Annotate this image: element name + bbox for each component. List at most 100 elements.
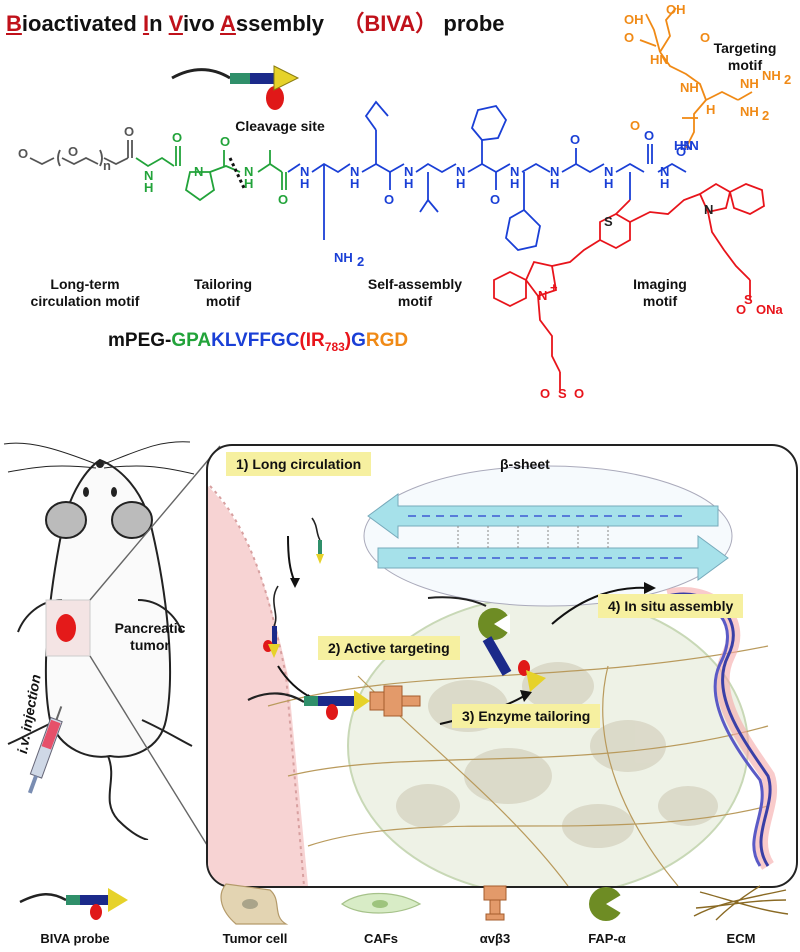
- tailoring-chain: [135, 146, 241, 202]
- arrow-to-tailoring-head: [520, 690, 532, 702]
- guan-nh2-b-sub: 2: [784, 72, 791, 87]
- title-letter-v: V: [168, 11, 183, 36]
- title-letter-a: A: [220, 11, 236, 36]
- mouse-ear-left: [45, 501, 87, 539]
- peg-chain: [29, 140, 133, 167]
- title-word-3: ivo: [182, 11, 215, 36]
- title-abbr-open: （: [342, 11, 365, 36]
- probe-peg-tail: [171, 68, 231, 80]
- page-title: Bioactivated In Vivo Assembly （BIVA） pro…: [6, 6, 505, 38]
- integrin-receptor: [369, 685, 421, 717]
- imaging-motif-label: Imaging motif: [633, 276, 687, 309]
- cys-h: H: [604, 176, 613, 191]
- step-in-situ-assembly: 4) In situ assembly: [598, 594, 744, 618]
- formula-ir-sub: 783: [324, 339, 345, 354]
- self-assembly-motif-label: Self-assembly motif: [367, 276, 463, 309]
- chemical-structure: O O n O N H O N O N H O: [18, 2, 791, 400]
- right-sulfo-s: S: [744, 292, 753, 307]
- asp-o-2: O: [700, 30, 710, 45]
- arrow-circulation-1: [287, 535, 295, 581]
- phe2-n: N: [510, 164, 519, 179]
- formula-ir-close: ): [344, 330, 352, 351]
- legend-ecm-icon: [693, 885, 789, 921]
- cleavage-site-label: Cleavage site: [235, 118, 325, 134]
- gly2-n: N: [550, 164, 559, 179]
- legend-icons: [19, 883, 789, 925]
- long-term-motif-label: Long-term circulation motif: [30, 276, 140, 309]
- title-suffix: probe: [443, 11, 505, 36]
- gly4-nh: NH: [680, 80, 699, 95]
- alanine-chain: [257, 150, 287, 190]
- gly3-n: N: [660, 164, 669, 179]
- left-sulfo-s: S: [558, 386, 567, 400]
- title-word-2: n: [149, 11, 163, 36]
- leu-h: H: [350, 176, 359, 191]
- phe1-h: H: [456, 176, 465, 191]
- legend-fap-icon: [589, 887, 626, 921]
- arg-o: O: [630, 118, 640, 133]
- targeting-motif-label: Targeting motif: [713, 40, 777, 73]
- legend-label-integrin: αvβ3: [479, 931, 511, 946]
- guan-nh2-b: NH: [762, 68, 781, 83]
- tailoring-motif-label: Tailoring motif: [193, 276, 253, 309]
- title-word-1: ioactivated: [21, 11, 137, 36]
- legend-caf-nucleus: [372, 900, 388, 908]
- mechanism-panel: [206, 444, 798, 888]
- formula-g: G: [351, 330, 366, 351]
- step-long-circulation: 1) Long circulation: [226, 452, 372, 476]
- probe-in-vessel-1: [311, 517, 324, 564]
- gly3-o: O: [676, 144, 686, 159]
- mouse-eye-right: [111, 487, 117, 497]
- n-indole-right: N: [704, 202, 713, 217]
- title-letter-b: B: [6, 11, 22, 36]
- gly-nh: N: [144, 168, 153, 183]
- peg-o-label-2: O: [68, 144, 78, 159]
- phe2-h: H: [510, 176, 519, 191]
- probe-illustration: [171, 65, 300, 110]
- peg-carbonyl-o: O: [124, 124, 134, 139]
- formula-ir-open: (IR: [299, 330, 325, 351]
- asp-hn: HN: [650, 52, 669, 67]
- phe1-o: O: [490, 192, 500, 207]
- beta-sheet-label: β-sheet: [500, 456, 550, 472]
- ecm-fibers: [267, 645, 769, 886]
- lys-n: N: [300, 164, 309, 179]
- n-plus-label: N: [538, 288, 547, 303]
- pro-o: O: [220, 134, 230, 149]
- formula-rgd: RGD: [365, 330, 409, 351]
- mouse-eye-left: [83, 487, 89, 497]
- arg-hn: HN: [680, 138, 699, 153]
- probe-rgd-cone: [273, 65, 300, 91]
- leu-o: O: [384, 192, 394, 207]
- probe-dye-blob: [266, 86, 284, 110]
- left-sulfo-o1: O: [540, 386, 550, 400]
- assembly-chain: [287, 100, 687, 251]
- guan-nh: NH: [740, 76, 759, 91]
- ala-n: N: [244, 164, 253, 179]
- peg-o-label: O: [18, 146, 28, 161]
- gly2-h: H: [550, 176, 559, 191]
- gly-h: H: [144, 180, 153, 195]
- gly2-o: O: [570, 132, 580, 147]
- pancreatic-tumor-label: Pancreatic tumor: [114, 620, 186, 653]
- arrow-to-assembly-head: [644, 582, 656, 594]
- arrow-circulation-1-head: [290, 578, 300, 588]
- tumor-blob: [56, 614, 76, 642]
- title-word-4: ssembly: [235, 11, 324, 36]
- sequence-formula: mPEG-GPAKLVFFGC(IR783)GRGD: [108, 330, 408, 354]
- step-active-targeting: 2) Active targeting: [318, 636, 460, 660]
- formula-gpa: GPA: [171, 330, 212, 351]
- blood-vessel: [208, 486, 308, 886]
- legend-label-ecm: ECM: [726, 931, 756, 946]
- step-enzyme-tailoring: 3) Enzyme tailoring: [452, 704, 601, 728]
- s-label: S: [604, 214, 613, 229]
- lys-nh2-sub: 2: [357, 254, 364, 269]
- right-ona: ONa: [756, 302, 784, 317]
- lys-nh2: NH: [334, 250, 353, 265]
- ir783-dye: [493, 182, 765, 390]
- mechanism-scene: [208, 465, 778, 886]
- asp-oh-2: OH: [666, 2, 686, 17]
- arg-nh: H: [706, 102, 715, 117]
- legend-label-probe: BIVA probe: [40, 931, 110, 946]
